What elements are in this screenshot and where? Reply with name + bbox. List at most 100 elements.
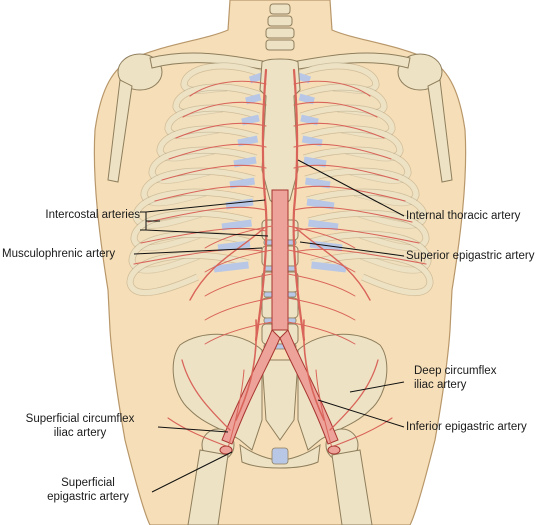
right-musculophrenic-artery [189,227,265,301]
costal-cartilage [213,261,249,273]
label-deep-circumflex-line1: Deep circumflex [414,365,497,377]
left-humerus [427,79,453,183]
rib [149,147,257,184]
rib [300,105,395,139]
costal-cartilage [296,72,312,84]
costal-cartilage [308,219,339,231]
rib [129,231,251,273]
label-musculophrenic-artery: Musculophrenic artery [2,248,116,260]
label-internal-thoracic-artery: Internal thoracic artery [406,210,521,222]
costal-cartilage [311,261,347,273]
pubic-symphysis [239,443,321,469]
lumbar-artery [204,273,273,297]
label-intercostal-arteries: Intercostal arteries [45,209,140,221]
lumbar-artery [287,273,356,297]
leader-superficial-epigastric [151,451,233,493]
left-superficial-epigastric [315,369,333,449]
symphysis-cartilage [271,447,289,465]
right-humerus [107,79,133,183]
costal-cartilage [217,240,251,252]
cervical-spine [265,3,295,51]
intercostal-artery [293,164,399,181]
intercostal-artery [293,143,392,160]
leader-internal-thoracic [297,159,405,217]
intercostal-artery [154,185,267,202]
intercostal-artery [293,248,427,265]
leader-musculophrenic [133,247,263,255]
right-superficial-epigastric [227,369,245,449]
rib [310,252,433,296]
label-superficial-circumflex-line2: iliac artery [53,427,107,439]
intercostal-artery [182,101,267,118]
leader-intercostal-bracket [140,199,269,237]
label-inferior-epigastric-artery: Inferior epigastric artery [406,421,527,433]
abdominal-aorta [271,189,289,331]
costal-cartilage [300,114,319,126]
costal-cartilage [241,114,260,126]
costal-cartilage [233,156,257,168]
intercostal-artery [293,206,413,223]
intercostal-artery [293,122,385,139]
costal-cartilage [303,156,327,168]
label-superficial-epigastric-line1: Superficial [61,477,115,489]
rib [301,126,403,161]
rib [127,252,250,296]
left-musculophrenic-artery [295,227,371,301]
intercostal-artery [189,80,267,97]
left-inferior-epigastric [302,319,325,421]
costal-cartilage [229,177,256,189]
leader-deep-circumflex [349,381,405,393]
leader-inferior-epigastric [317,399,405,428]
costal-cartilage [301,135,323,147]
label-superior-epigastric-artery: Superior epigastric artery [406,250,535,262]
leader-superior-epigastric [299,241,405,257]
rib [157,126,259,161]
arterial-network [133,68,427,455]
label-superficial-circumflex-line1: Superficial circumflex [25,413,135,425]
leader-superficial-circumflex [157,426,229,433]
label-deep-circumflex-line2: iliac artery [414,379,467,391]
rib [306,189,427,228]
rib [298,84,387,116]
left-femoral-artery [327,445,341,455]
lumbar-artery [204,297,273,321]
left-deep-circumflex-iliac [329,359,379,431]
lumbar-artery [287,225,356,249]
rib [131,210,253,251]
costal-cartilage [248,72,264,84]
intercostal-artery [168,143,267,160]
intercostal-artery [293,80,371,97]
rib [309,231,431,273]
costal-cartilage [237,135,259,147]
leader-lines [133,159,405,493]
costal-cartilage [245,93,262,105]
intercostal-artery [147,206,267,223]
right-inferior-epigastric [235,319,258,421]
lumbar-artery [287,321,356,345]
right-superficial-circumflex-iliac [167,417,227,447]
lumbar-artery [287,249,356,273]
intercostal-artery [293,101,378,118]
costal-cartilage [225,198,254,210]
rib [173,84,262,116]
rib [141,168,256,206]
rib-cage [126,62,434,296]
left-femur [331,449,373,525]
intercostal-artery [293,185,406,202]
right-femoral-artery [219,445,233,455]
rib [133,189,254,228]
intercostal-artery [161,164,267,181]
rib [303,147,411,184]
costal-cartilage [304,177,331,189]
costal-cartilage [298,93,315,105]
costal-cartilage [221,219,252,231]
label-superficial-epigastric-line2: epigastric artery [47,491,129,503]
intercostal-artery [175,122,267,139]
lumbar-artery [204,249,273,273]
lumbar-artery [204,321,273,345]
rib [304,168,419,206]
lumbar-artery [287,297,356,321]
right-deep-circumflex-iliac [181,359,231,431]
